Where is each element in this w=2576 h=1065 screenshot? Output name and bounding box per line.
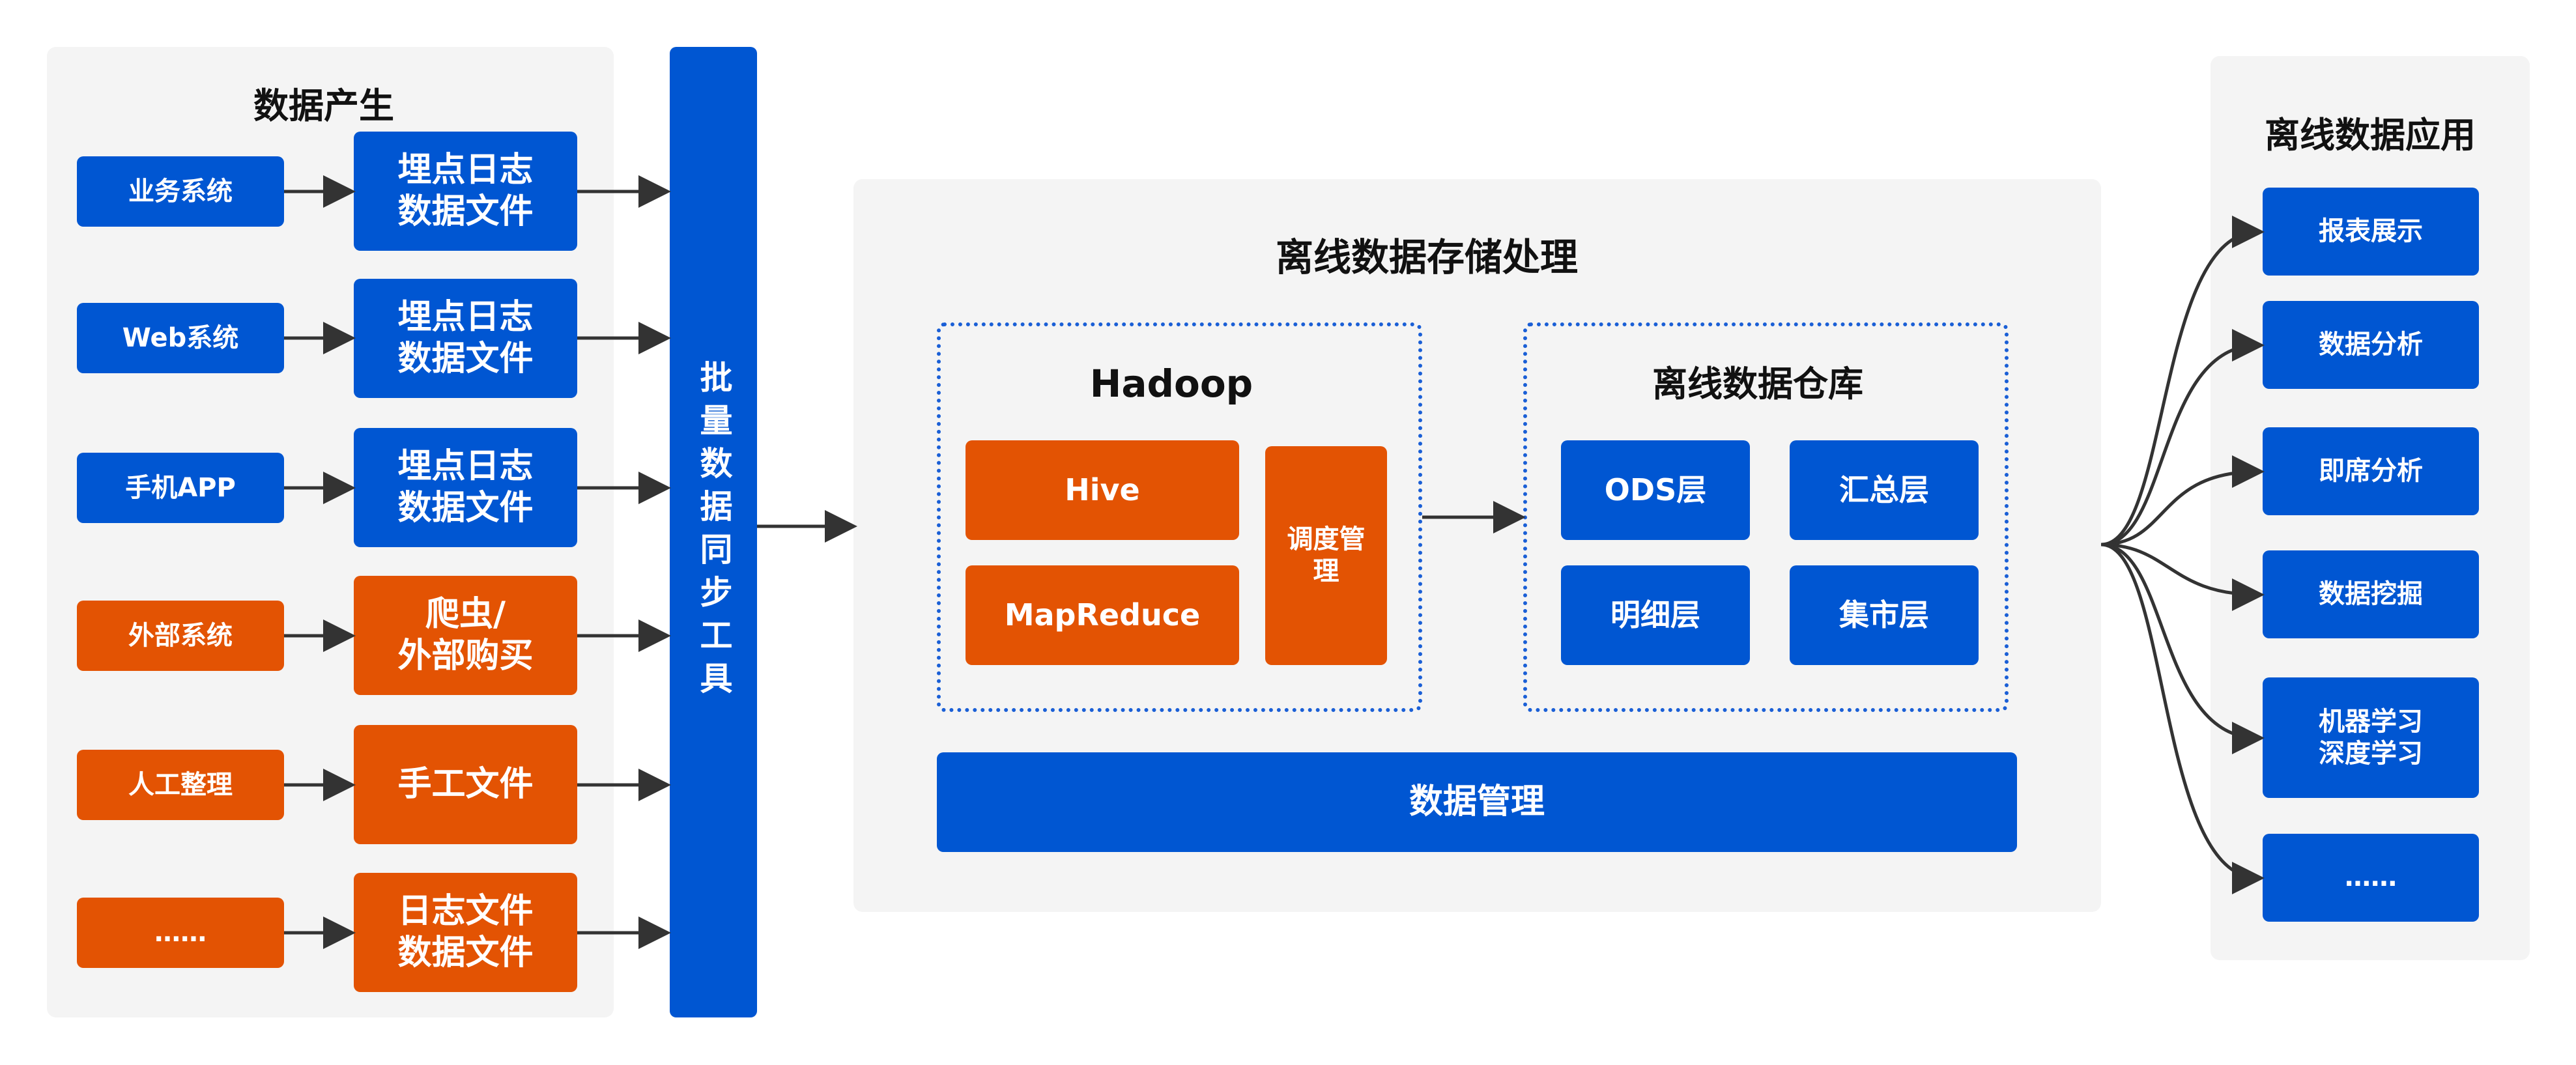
- batch-sync-tool-label: 批量数据同步工具: [694, 360, 733, 704]
- file-line: 埋点日志: [397, 150, 534, 190]
- file-line: 数据文件: [397, 339, 534, 378]
- warehouse-title: 离线数据仓库: [1652, 363, 1863, 405]
- data-generation-title: 数据产生: [253, 85, 394, 126]
- scheduling-box: 调度管理: [1265, 446, 1387, 665]
- source-business-system: 业务系统: [77, 156, 284, 227]
- source-manual: 人工整理: [77, 750, 284, 820]
- scheduling-label: 调度管理: [1287, 524, 1366, 586]
- file-line: 爬虫/: [425, 595, 506, 634]
- hadoop-group: [937, 322, 1422, 712]
- file-box-6: 日志文件数据文件: [354, 873, 577, 992]
- arrow-storage-app-5: [2100, 543, 2265, 754]
- app-line: 数据挖掘: [2319, 579, 2423, 610]
- app-report-display: 报表展示: [2263, 188, 2479, 276]
- mapreduce-box: MapReduce: [966, 565, 1239, 665]
- detail-layer-box: 明细层: [1561, 565, 1750, 665]
- source-more: ……: [77, 898, 284, 968]
- arrow-storage-app-6: [2100, 543, 2265, 894]
- arrow-storage-app-1: [2100, 216, 2265, 547]
- file-line: 日志文件: [397, 892, 534, 931]
- file-line: 埋点日志: [397, 298, 534, 337]
- offline-applications-title: 离线数据应用: [2265, 115, 2476, 156]
- file-line: 外部购买: [397, 636, 534, 675]
- app-line: ……: [2345, 862, 2397, 893]
- file-line: 手工文件: [397, 764, 534, 804]
- app-line: 报表展示: [2319, 216, 2423, 247]
- app-more: ……: [2263, 834, 2479, 922]
- file-line: 数据文件: [397, 933, 534, 973]
- file-line: 数据文件: [397, 192, 534, 231]
- arrow-storage-app-3: [2100, 455, 2265, 547]
- arrow-storage-app-2: [2100, 329, 2265, 547]
- file-line: 数据文件: [397, 488, 534, 528]
- summary-layer-box: 汇总层: [1790, 440, 1979, 540]
- app-ml-dl: 机器学习深度学习: [2263, 677, 2479, 798]
- app-data-analysis: 数据分析: [2263, 301, 2479, 389]
- app-line: 数据分析: [2319, 330, 2423, 360]
- source-web-system: Web系统: [77, 303, 284, 373]
- source-mobile-app: 手机APP: [77, 453, 284, 523]
- data-management-bar: 数据管理: [937, 752, 2017, 852]
- file-box-4: 爬虫/外部购买: [354, 576, 577, 695]
- file-box-5: 手工文件: [354, 725, 577, 844]
- source-external-system: 外部系统: [77, 601, 284, 671]
- file-box-3: 埋点日志数据文件: [354, 428, 577, 547]
- file-line: 埋点日志: [397, 447, 534, 487]
- offline-storage-title: 离线数据存储处理: [1275, 235, 1578, 279]
- app-line: 深度学习: [2319, 738, 2423, 769]
- ods-layer-box: ODS层: [1561, 440, 1750, 540]
- hadoop-title: Hadoop: [1089, 362, 1253, 406]
- file-box-2: 埋点日志数据文件: [354, 279, 577, 398]
- app-line: 机器学习: [2319, 706, 2423, 737]
- arrow-storage-app-4: [2100, 543, 2265, 611]
- mart-layer-box: 集市层: [1790, 565, 1979, 665]
- app-line: 即席分析: [2319, 456, 2423, 487]
- app-data-mining: 数据挖掘: [2263, 550, 2479, 638]
- app-adhoc-analysis: 即席分析: [2263, 427, 2479, 515]
- file-box-1: 埋点日志数据文件: [354, 132, 577, 251]
- batch-sync-tool-bar: 批量数据同步工具: [670, 47, 757, 1017]
- hive-box: Hive: [966, 440, 1239, 540]
